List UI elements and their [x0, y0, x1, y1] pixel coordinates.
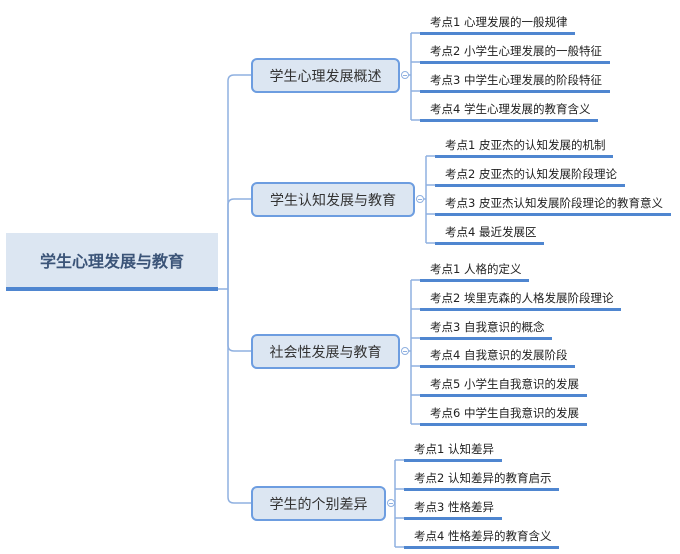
subtopic-item[interactable]: 考点3 皮亚杰认知发展阶段理论的教育意义: [435, 196, 671, 216]
trunk-line: [227, 74, 251, 289]
subtopic-label: 考点3 皮亚杰认知发展阶段理论的教育意义: [445, 196, 663, 210]
subtopic-label: 考点1 心理发展的一般规律: [430, 15, 568, 29]
subtopic-item[interactable]: 考点4 最近发展区: [435, 225, 545, 245]
branch-topic[interactable]: 学生的个别差异: [251, 486, 386, 521]
subtopic-item[interactable]: 考点5 小学生自我意识的发展: [420, 377, 587, 397]
subtopic-item[interactable]: 考点6 中学生自我意识的发展: [420, 406, 587, 426]
subtopic-label: 考点5 小学生自我意识的发展: [430, 377, 579, 391]
subtopic-label: 考点2 皮亚杰的认知发展阶段理论: [445, 167, 617, 181]
trunk-line: [227, 289, 251, 504]
root-topic[interactable]: 学生心理发展与教育: [6, 233, 218, 291]
subtopic-item[interactable]: 考点1 认知差异: [404, 442, 502, 462]
subtopic-item[interactable]: 考点3 自我意识的概念: [420, 320, 553, 340]
subtopic-item[interactable]: 考点2 认知差异的教育启示: [404, 471, 560, 491]
collapse-toggle-icon[interactable]: [416, 195, 424, 203]
subtopic-label: 考点1 皮亚杰的认知发展的机制: [445, 138, 606, 152]
branch-topic[interactable]: 学生心理发展概述: [251, 58, 400, 93]
trunk-line: [227, 198, 251, 206]
subtopic-label: 考点3 自我意识的概念: [430, 320, 545, 334]
subtopic-item[interactable]: 考点3 中学生心理发展的阶段特征: [420, 73, 610, 93]
trunk-line: [227, 289, 251, 352]
branch-topic-label: 学生认知发展与教育: [270, 192, 396, 209]
subtopic-item[interactable]: 考点2 皮亚杰的认知发展阶段理论: [435, 167, 625, 187]
collapse-toggle-icon[interactable]: [401, 71, 409, 79]
branch-topic[interactable]: 社会性发展与教育: [251, 334, 400, 369]
subtopic-item[interactable]: 考点3 性格差异: [404, 500, 502, 520]
branch-topic-label: 学生的个别差异: [269, 496, 368, 513]
subtopic-label: 考点3 中学生心理发展的阶段特征: [430, 73, 602, 87]
subtopic-item[interactable]: 考点1 心理发展的一般规律: [420, 15, 576, 35]
subtopic-item[interactable]: 考点1 皮亚杰的认知发展的机制: [435, 138, 614, 158]
branch-topic-label: 社会性发展与教育: [269, 344, 382, 361]
branch-topic-label: 学生心理发展概述: [269, 68, 382, 85]
subtopic-item[interactable]: 考点2 小学生心理发展的一般特征: [420, 44, 610, 64]
collapse-toggle-icon[interactable]: [387, 499, 395, 507]
subtopic-label: 考点6 中学生自我意识的发展: [430, 406, 579, 420]
subtopic-item[interactable]: 考点4 自我意识的发展阶段: [420, 348, 576, 368]
subtopic-label: 考点1 人格的定义: [430, 262, 522, 276]
subtopic-label: 考点4 最近发展区: [445, 225, 537, 239]
subtopic-label: 考点4 性格差异的教育含义: [414, 529, 552, 543]
subtopic-item[interactable]: 考点2 埃里克森的人格发展阶段理论: [420, 291, 622, 311]
subtopic-item[interactable]: 考点4 性格差异的教育含义: [404, 529, 560, 549]
branch-topic[interactable]: 学生认知发展与教育: [251, 182, 415, 217]
root-topic-label: 学生心理发展与教育: [39, 252, 184, 271]
subtopic-item[interactable]: 考点4 学生心理发展的教育含义: [420, 102, 599, 122]
subtopic-label: 考点4 学生心理发展的教育含义: [430, 102, 591, 116]
subtopic-label: 考点3 性格差异: [414, 500, 494, 514]
subtopic-label: 考点2 埃里克森的人格发展阶段理论: [430, 291, 614, 305]
subtopic-label: 考点1 认知差异: [414, 442, 494, 456]
collapse-toggle-icon[interactable]: [401, 347, 409, 355]
subtopic-item[interactable]: 考点1 人格的定义: [420, 262, 530, 282]
subtopic-label: 考点2 小学生心理发展的一般特征: [430, 44, 602, 58]
subtopic-label: 考点4 自我意识的发展阶段: [430, 348, 568, 362]
subtopic-label: 考点2 认知差异的教育启示: [414, 471, 552, 485]
